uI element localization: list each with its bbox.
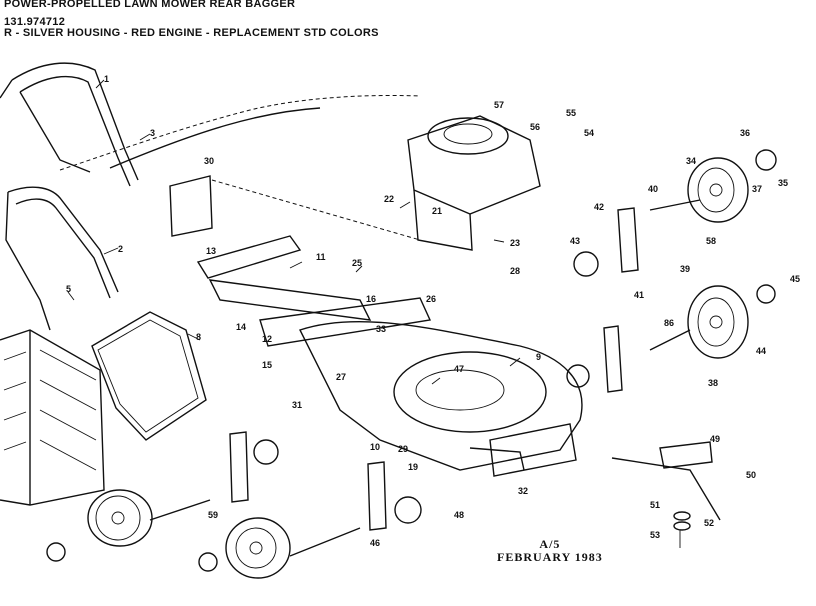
callout-55: 55 [566, 108, 577, 118]
callout-22: 22 [384, 194, 395, 204]
model-number: 131.974712 [4, 16, 66, 28]
callout-53: 53 [650, 530, 661, 540]
color-note: R - SILVER HOUSING - RED ENGINE - REPLAC… [4, 27, 379, 39]
callout-38: 38 [708, 378, 719, 388]
callout-14: 14 [236, 322, 247, 332]
callout-15: 15 [262, 360, 273, 370]
callout-33: 33 [376, 324, 387, 334]
callout-43: 43 [570, 236, 581, 246]
revision-date: FEBRUARY 1983 [497, 550, 603, 564]
callout-41: 41 [634, 290, 645, 300]
callout-9: 9 [536, 352, 542, 362]
callout-12: 12 [262, 334, 273, 344]
rear-right-wheel [687, 157, 749, 223]
callout-10: 10 [370, 442, 381, 452]
callout-51: 51 [650, 500, 661, 510]
callout-58: 58 [706, 236, 717, 246]
callout-3: 3 [150, 128, 156, 138]
callout-26: 26 [426, 294, 437, 304]
rear-panel [169, 175, 213, 237]
callout-46: 46 [370, 538, 381, 548]
bag-frame [91, 311, 207, 441]
callout-32: 32 [518, 486, 529, 496]
callout-34: 34 [686, 156, 697, 166]
grass-bag [0, 329, 105, 506]
callout-59: 59 [208, 510, 219, 520]
revision-code: A/5 [539, 537, 561, 551]
callout-19: 19 [408, 462, 419, 472]
front-right-wheel [687, 285, 749, 359]
callout-1: 1 [104, 74, 110, 84]
callout-47: 47 [454, 364, 465, 374]
callout-16: 16 [366, 294, 377, 304]
callout-25: 25 [352, 258, 363, 268]
callout-52: 52 [704, 518, 715, 528]
callout-35: 35 [778, 178, 789, 188]
callout-23: 23 [510, 238, 521, 248]
callout-48: 48 [454, 510, 465, 520]
callout-42: 42 [594, 202, 605, 212]
mower-deck [299, 320, 583, 477]
engine [407, 115, 541, 251]
upper-handle [0, 62, 139, 187]
callout-54: 54 [584, 128, 595, 138]
callout-31: 31 [292, 400, 303, 410]
diagram-title: POWER-PROPELLED LAWN MOWER REAR BAGGER [4, 0, 296, 10]
callout-40: 40 [648, 184, 659, 194]
callout-36: 36 [740, 128, 751, 138]
callout-11: 11 [316, 252, 326, 262]
callout-39: 39 [680, 264, 691, 274]
callout-86: 86 [664, 318, 675, 328]
callout-27: 27 [336, 372, 347, 382]
callout-44: 44 [756, 346, 767, 356]
callout-28: 28 [510, 266, 521, 276]
callout-37: 37 [752, 184, 763, 194]
callout-45: 45 [790, 274, 801, 284]
callout-2: 2 [118, 244, 124, 254]
rear-left-wheel [87, 489, 153, 547]
callout-21: 21 [432, 206, 443, 216]
callout-50: 50 [746, 470, 757, 480]
callout-5: 5 [66, 284, 72, 294]
lower-handle [5, 186, 119, 331]
callout-8: 8 [196, 332, 202, 342]
callout-30: 30 [204, 156, 215, 166]
revision-stamp: A/5 FEBRUARY 1983 [497, 538, 603, 564]
callout-56: 56 [530, 122, 541, 132]
callout-13: 13 [206, 246, 217, 256]
callout-29: 29 [398, 444, 409, 454]
callout-49: 49 [710, 434, 721, 444]
callout-57: 57 [494, 100, 505, 110]
front-left-wheel [225, 517, 291, 579]
